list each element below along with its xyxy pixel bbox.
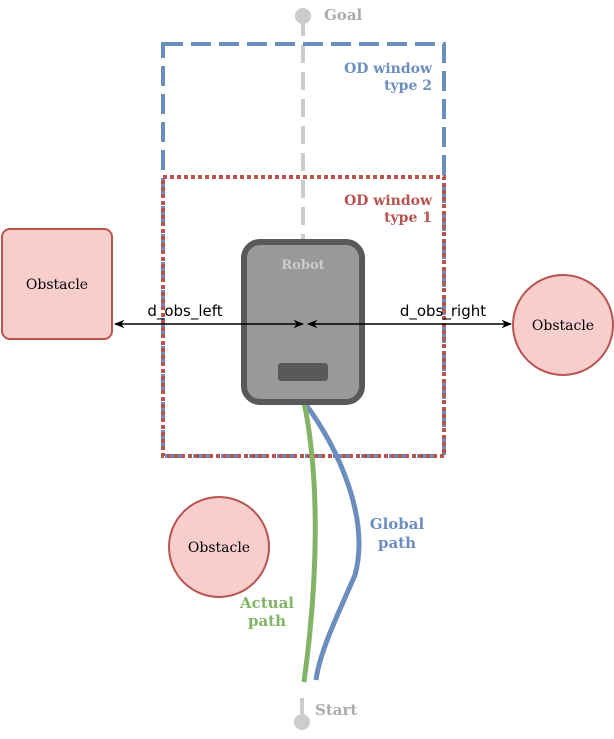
- obstacle-bottom-label: Obstacle: [188, 540, 250, 556]
- robot-slot: [278, 363, 328, 381]
- global-path-label-line2: path: [378, 534, 416, 552]
- od-window-type1: [161, 175, 446, 458]
- actual-path: [301, 401, 318, 683]
- global-path: [301, 400, 362, 681]
- od-window-type2-label-line2: type 2: [384, 78, 432, 94]
- global-path-label-line1: Global: [370, 515, 425, 533]
- od-window-type2-label-line1: OD window: [344, 61, 433, 77]
- goal-marker: [295, 8, 311, 24]
- goal-label: Goal: [324, 6, 363, 24]
- obstacle-right-label: Obstacle: [532, 318, 594, 334]
- obstacle-left-label: Obstacle: [26, 277, 88, 293]
- start-label: Start: [315, 701, 357, 719]
- robot-label: Robot: [281, 258, 324, 273]
- actual-path-label-line1: Actual: [239, 594, 294, 612]
- d-obs-right-label: d_obs_right: [400, 302, 486, 321]
- start-marker: [294, 714, 310, 730]
- od-window-type1-label-line1: OD window: [344, 193, 433, 209]
- obstacle-right: [512, 274, 614, 376]
- obstacle-left: [1, 228, 113, 340]
- d-obs-left-label: d_obs_left: [147, 302, 222, 321]
- obstacle-bottom: [168, 496, 270, 598]
- actual-path-label-line2: path: [248, 612, 286, 630]
- od-window-type1-label-line2: type 1: [384, 210, 432, 226]
